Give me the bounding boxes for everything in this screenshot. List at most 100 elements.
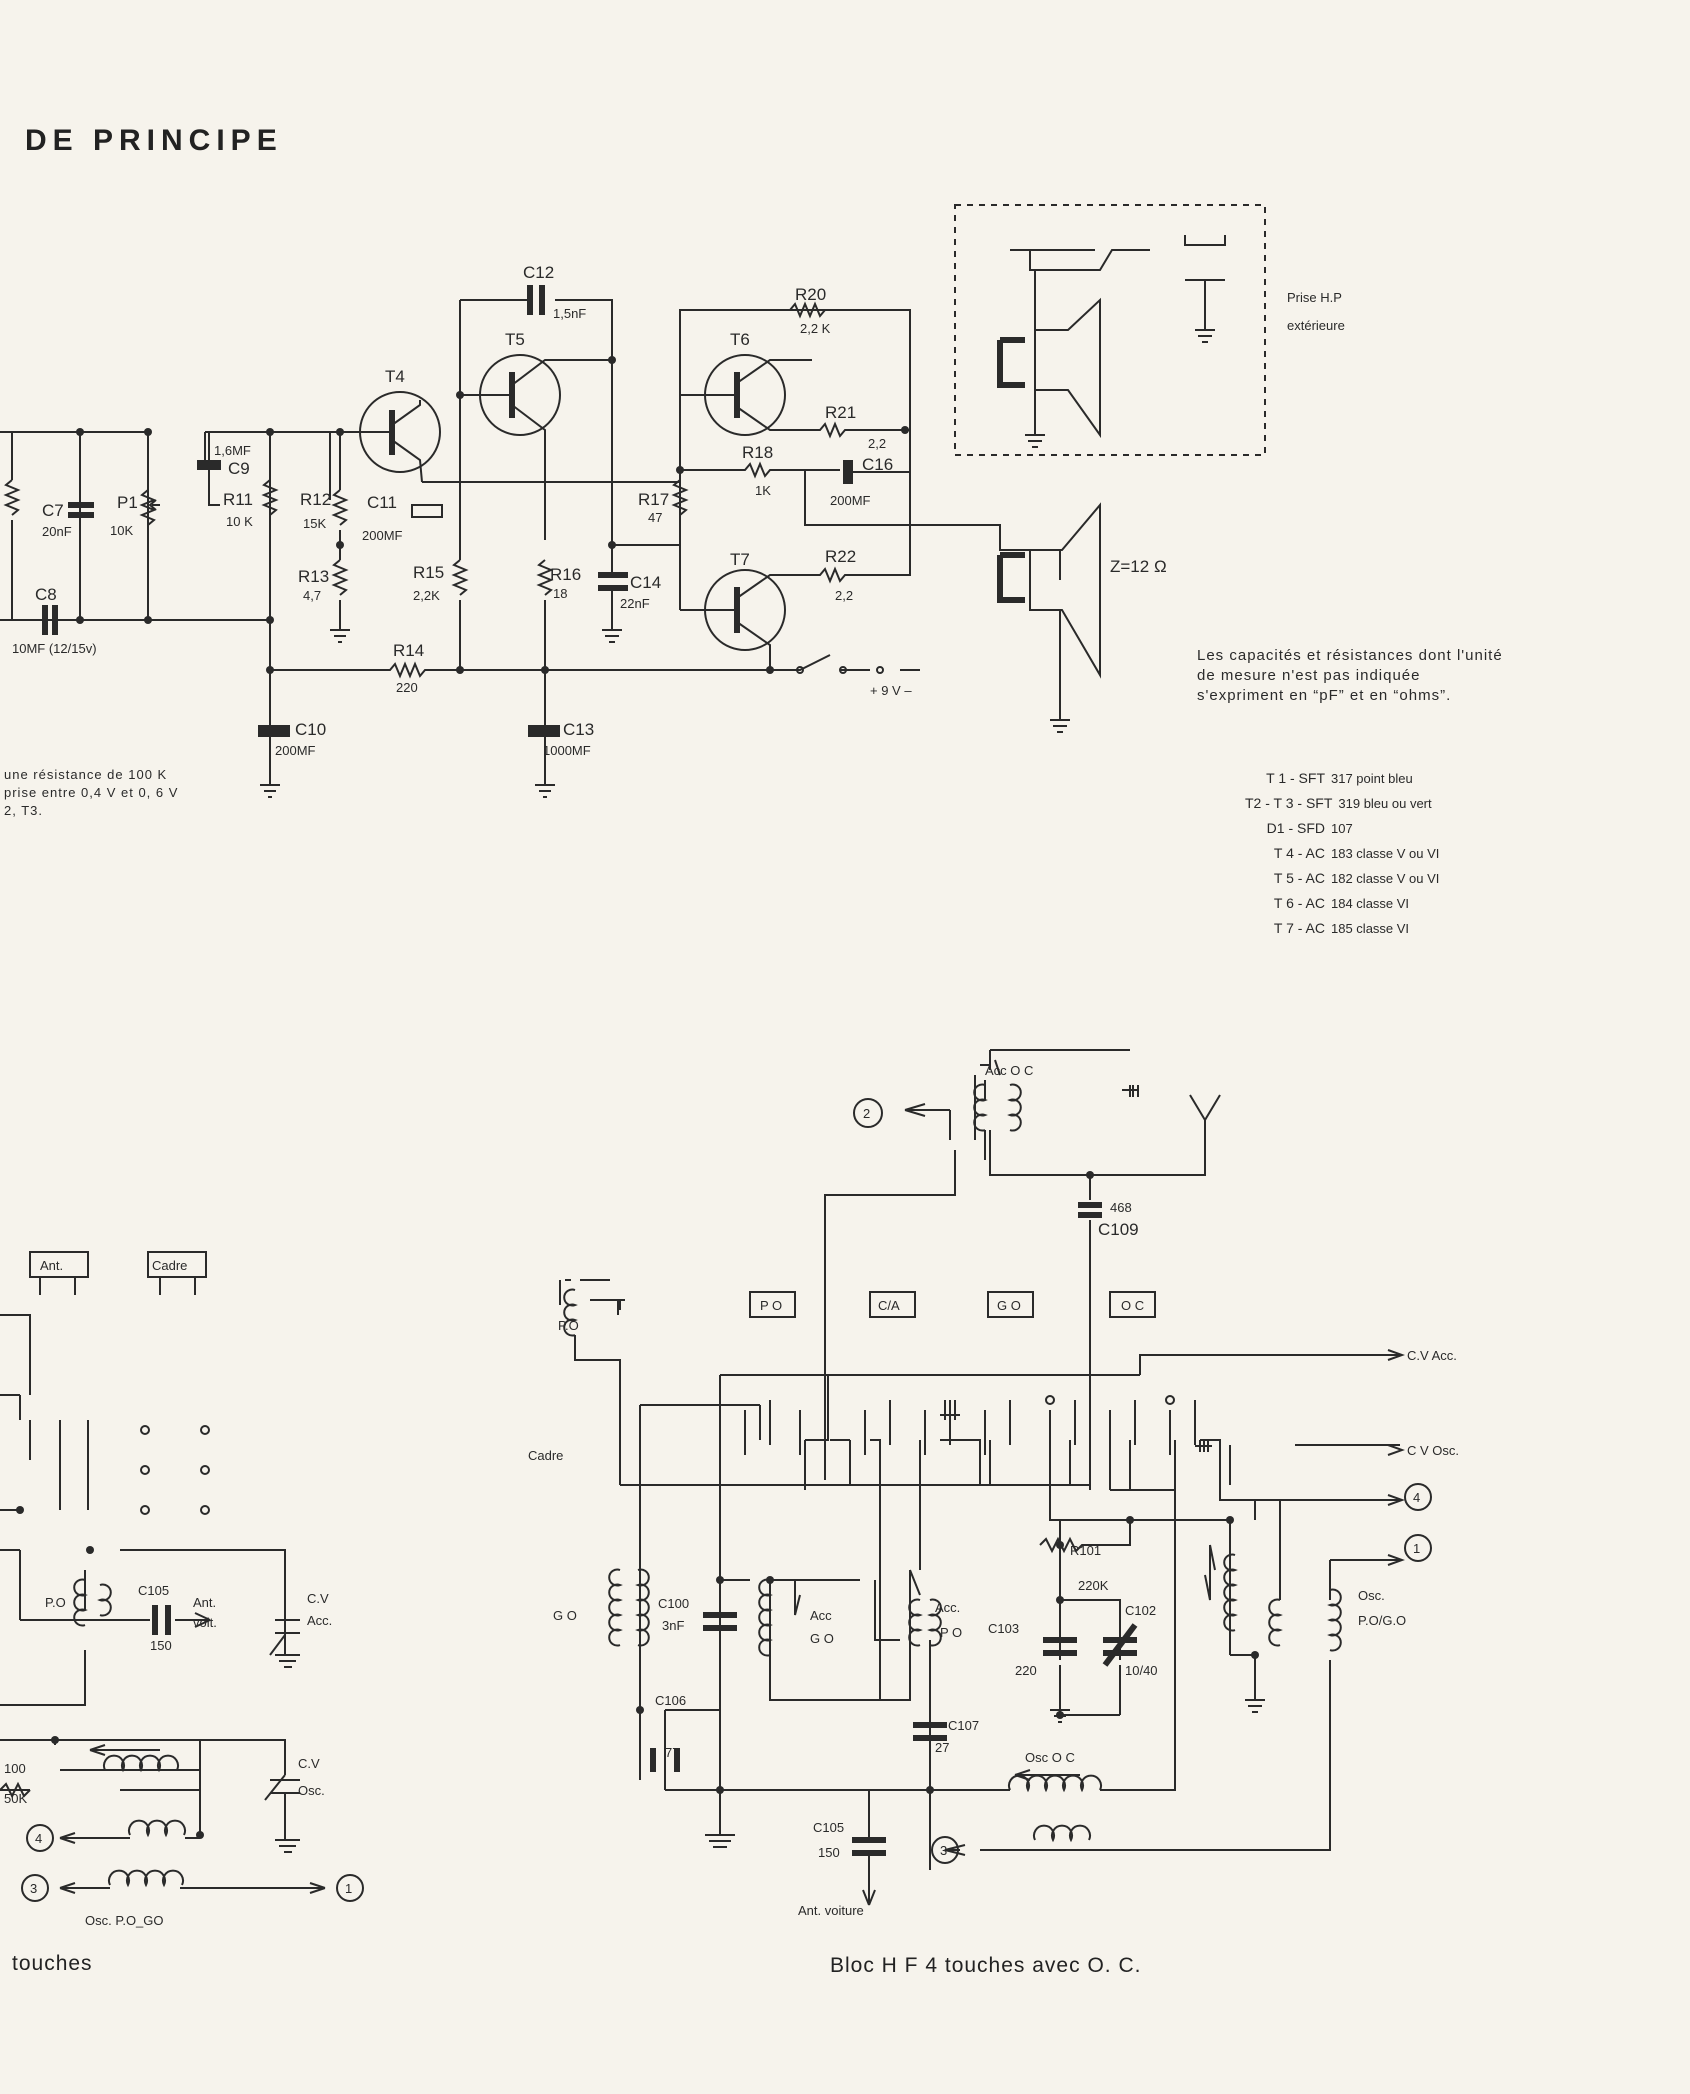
label-p1: P1 bbox=[117, 493, 138, 512]
label-osc-pogo-1: Osc. bbox=[1358, 1588, 1385, 1603]
value-c16: 200MF bbox=[830, 493, 871, 508]
value-r101: 220K bbox=[1078, 1578, 1109, 1593]
impedance-label: Z=12 Ω bbox=[1110, 557, 1167, 576]
label-r18: R18 bbox=[742, 443, 773, 462]
node-4-left: 4 bbox=[35, 1831, 42, 1846]
value-c13: 1000MF bbox=[543, 743, 591, 758]
label-po-coil: P.O bbox=[558, 1318, 579, 1333]
label-c9: C9 bbox=[228, 459, 250, 478]
label-r16: R16 bbox=[550, 565, 581, 584]
label-acc-po-2: P O bbox=[940, 1625, 962, 1640]
label-cv-acc-left-1: C.V bbox=[307, 1591, 329, 1606]
node-1-left: 1 bbox=[345, 1881, 352, 1896]
label-c102: C102 bbox=[1125, 1603, 1156, 1618]
label-c11: C11 bbox=[367, 493, 397, 512]
label-cv-osc-left-1: C.V bbox=[298, 1756, 320, 1771]
label-osc-pogo-2: P.O/G.O bbox=[1358, 1613, 1406, 1628]
label-c105-left: C105 bbox=[138, 1583, 169, 1598]
value-r16: 18 bbox=[553, 586, 567, 601]
label-r17: R17 bbox=[638, 490, 669, 509]
label-c100: C100 bbox=[658, 1596, 689, 1611]
label-r100-left: 100 bbox=[4, 1761, 26, 1776]
label-cadre: Cadre bbox=[528, 1448, 563, 1463]
label-t4: T4 bbox=[385, 367, 405, 386]
caption-left: touches bbox=[12, 1952, 93, 1975]
value-c10: 200MF bbox=[275, 743, 316, 758]
value-c12: 1,5nF bbox=[553, 306, 586, 321]
value-c106: 77 bbox=[665, 1745, 679, 1760]
label-r21: R21 bbox=[825, 403, 856, 422]
label-c16: C16 bbox=[862, 455, 893, 474]
value-c100: 3nF bbox=[662, 1618, 684, 1633]
units-note: Les capacités et résistances dont l'unit… bbox=[1197, 647, 1503, 704]
value-c105-left: 150 bbox=[150, 1638, 172, 1653]
label-cv-osc-left-2: Osc. bbox=[298, 1783, 325, 1798]
label-c12: C12 bbox=[523, 263, 554, 282]
value-c107: 27 bbox=[935, 1740, 949, 1755]
label-c105-right: C105 bbox=[813, 1820, 844, 1835]
label-r13: R13 bbox=[298, 567, 329, 586]
value-c14: 22nF bbox=[620, 596, 650, 611]
label-osc-pogo-left: Osc. P.O_GO bbox=[85, 1913, 164, 1928]
value-r14: 220 bbox=[396, 680, 418, 695]
node-3-right: 3 bbox=[940, 1843, 947, 1858]
value-r12: 15K bbox=[303, 516, 326, 531]
label-c10: C10 bbox=[295, 720, 326, 739]
label-ant-voit-left-1: Ant. bbox=[193, 1595, 216, 1610]
label-po-left: P.O bbox=[45, 1595, 66, 1610]
value-c7: 20nF bbox=[42, 524, 72, 539]
label-c106: C106 bbox=[655, 1693, 686, 1708]
value-r15: 2,2K bbox=[413, 588, 440, 603]
hp-label-1: Prise H.P bbox=[1287, 290, 1342, 305]
value-r100-left: 50K bbox=[4, 1791, 27, 1806]
key-go: G O bbox=[997, 1298, 1021, 1313]
label-acc-po-1: Acc. bbox=[935, 1600, 960, 1615]
label-t7: T7 bbox=[730, 550, 750, 569]
value-c105-right: 150 bbox=[818, 1845, 840, 1860]
label-cv-acc-left-2: Acc. bbox=[307, 1613, 332, 1628]
value-c109: 468 bbox=[1110, 1200, 1132, 1215]
hf-block-right: Acc O C 2 468 C109 P O C/A G O O C P.O C… bbox=[528, 1049, 1459, 1977]
label-r14: R14 bbox=[393, 641, 424, 660]
label-cv-osc: C V Osc. bbox=[1407, 1443, 1459, 1458]
label-osc-oc: Osc O C bbox=[1025, 1750, 1075, 1765]
value-p1: 10K bbox=[110, 523, 133, 538]
label-r12: R12 bbox=[300, 490, 331, 509]
label-acc-go-2: G O bbox=[810, 1631, 834, 1646]
node-3-left: 3 bbox=[30, 1881, 37, 1896]
label-cv-acc: C.V Acc. bbox=[1407, 1348, 1457, 1363]
label-c7: C7 bbox=[42, 501, 64, 520]
page-title: DE PRINCIPE bbox=[25, 124, 283, 157]
value-c102: 10/40 bbox=[1125, 1663, 1158, 1678]
value-r13: 4,7 bbox=[303, 588, 321, 603]
key-ant-left: Ant. bbox=[40, 1258, 63, 1273]
key-cadre-left: Cadre bbox=[152, 1258, 187, 1273]
label-acc-go-1: Acc bbox=[810, 1608, 832, 1623]
supply-label: + 9 V – bbox=[870, 683, 912, 698]
value-c9: 1,6MF bbox=[214, 443, 251, 458]
label-ant-voiture: Ant. voiture bbox=[798, 1903, 864, 1918]
label-ant-voit-left-2: voit. bbox=[193, 1615, 217, 1630]
value-r22: 2,2 bbox=[835, 588, 853, 603]
caption-right: Bloc H F 4 touches avec O. C. bbox=[830, 1954, 1141, 1977]
value-c11: 200MF bbox=[362, 528, 403, 543]
label-r15: R15 bbox=[413, 563, 444, 582]
label-t6: T6 bbox=[730, 330, 750, 349]
hf-block-left: Ant. Cadre P.O C105 150 Ant. voit. C.V A… bbox=[0, 1251, 364, 1975]
key-ca: C/A bbox=[878, 1298, 900, 1313]
value-c8: 10MF (12/15v) bbox=[12, 641, 97, 656]
value-r20: 2,2 K bbox=[800, 321, 831, 336]
value-r21: 2,2 bbox=[868, 436, 886, 451]
label-r22: R22 bbox=[825, 547, 856, 566]
label-c14: C14 bbox=[630, 573, 661, 592]
node-2-right: 2 bbox=[863, 1106, 870, 1121]
label-c13: C13 bbox=[563, 720, 594, 739]
